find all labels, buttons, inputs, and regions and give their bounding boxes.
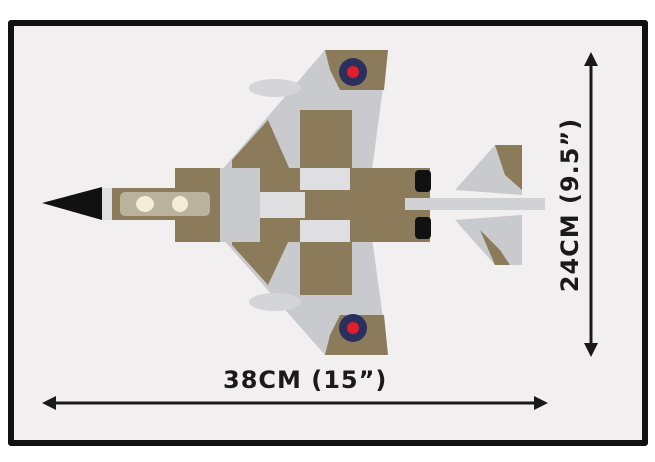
lower-fuel-tank <box>249 293 301 311</box>
height-dimension-label: 24CM (9.5”) <box>556 117 584 293</box>
width-arrow <box>42 396 548 410</box>
upper-fuel-tank <box>249 79 301 97</box>
nose-cone <box>42 187 102 220</box>
tailplane <box>455 145 522 265</box>
roundel-lower <box>339 314 367 342</box>
height-arrow <box>584 52 598 357</box>
roundel-upper <box>339 58 367 86</box>
cockpit-canopy <box>120 192 210 216</box>
length-dimension-label: 38CM (15”) <box>223 366 388 394</box>
